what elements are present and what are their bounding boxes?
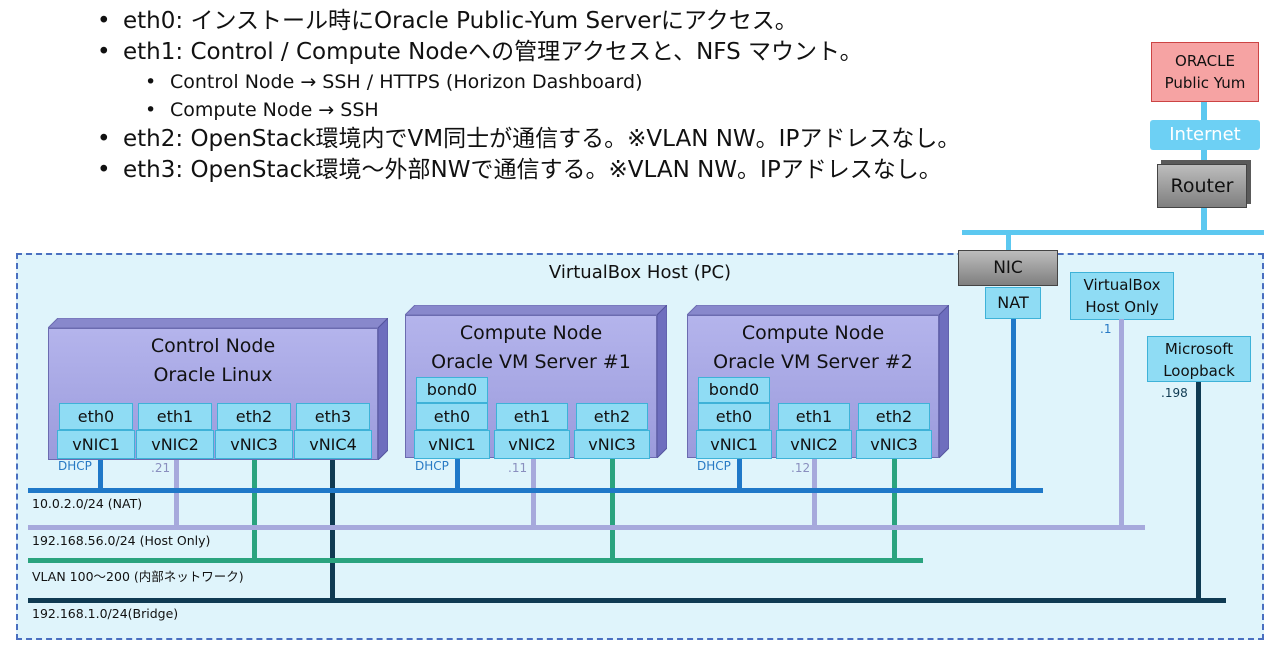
compute-node-2-title: Compute Node Oracle VM Server #2 <box>687 319 939 377</box>
public-yum-label: Public Yum <box>1164 74 1246 92</box>
compute-node-1-title: Compute Node Oracle VM Server #1 <box>405 319 657 377</box>
compute-node-2-side <box>939 305 949 458</box>
bullet-eth2: eth2: OpenStack環境内でVM同士が通信する。※VLAN NW。IP… <box>95 124 1135 155</box>
microsoft-loopback-box: Microsoft Loopback <box>1147 336 1251 382</box>
hostonly-network-line <box>28 525 1145 530</box>
hostonly-network-label: 192.168.56.0/24 (Host Only) <box>32 533 211 548</box>
loopback-label-2: Loopback <box>1163 362 1235 380</box>
control-node-title: Control Node Oracle Linux <box>48 332 378 390</box>
virtualbox-host-only-box: VirtualBox Host Only <box>1070 272 1174 320</box>
compute1-vnic3: vNIC3 <box>574 430 650 459</box>
compute1-vnic2: vNIC2 <box>494 430 570 459</box>
control-vnic1: vNIC1 <box>57 430 135 459</box>
nat-network-line <box>28 488 1043 493</box>
nat-drop-host <box>1011 319 1016 493</box>
host-only-label-2: Host Only <box>1085 298 1159 316</box>
bridge-drop-control <box>330 458 335 602</box>
internet-link-top <box>1201 102 1207 120</box>
control-dhcp-label: DHCP <box>58 459 92 473</box>
router-box: Router <box>1157 164 1247 208</box>
control-vnic3: vNIC3 <box>215 430 293 459</box>
compute2-eth1: eth1 <box>778 403 850 430</box>
bridge-drop-host <box>1196 382 1201 602</box>
bullet-sub-compute: Compute Node → SSH <box>95 96 1135 124</box>
control-vnic4: vNIC4 <box>294 430 372 459</box>
nat-box: NAT <box>985 287 1041 319</box>
bullet-list: eth0: インストール時にOracle Public-Yum Serverにア… <box>95 6 1135 186</box>
control-node-top <box>48 318 388 328</box>
compute-node-2-line2: Oracle VM Server #2 <box>713 351 913 373</box>
compute1-bond0: bond0 <box>416 377 488 403</box>
virtualbox-host-title: VirtualBox Host (PC) <box>548 262 732 283</box>
hostonly-drop-host <box>1119 319 1124 530</box>
host-only-label-1: VirtualBox <box>1083 276 1161 294</box>
control-eth2: eth2 <box>217 403 291 430</box>
internet-box: Internet <box>1150 120 1260 150</box>
compute2-eth0: eth0 <box>698 403 770 430</box>
control-eth3: eth3 <box>296 403 370 430</box>
nic-label: NIC <box>993 258 1023 278</box>
compute1-eth1: eth1 <box>496 403 568 430</box>
oracle-public-yum-box: ORACLE Public Yum <box>1151 42 1259 102</box>
internet-link-bottom <box>1201 150 1207 164</box>
bridge-network-line <box>28 598 1226 603</box>
router-label: Router <box>1170 175 1234 197</box>
compute1-vnic1: vNIC1 <box>414 430 490 459</box>
router-uplink <box>1201 208 1207 233</box>
bullet-sub-control: Control Node → SSH / HTTPS (Horizon Dash… <box>95 68 1135 96</box>
compute-node-1-top <box>405 305 667 315</box>
control-node-line2: Oracle Linux <box>153 364 273 386</box>
vlan-drop-compute1 <box>610 458 615 562</box>
control-node-side <box>378 318 388 460</box>
nat-network-label: 10.0.2.0/24 (NAT) <box>32 496 143 511</box>
compute-node-2-top <box>687 305 949 315</box>
compute-node-1-line1: Compute Node <box>459 322 603 344</box>
nic-uplink <box>1006 233 1011 251</box>
internet-label: Internet <box>1169 124 1241 145</box>
compute-node-1-side <box>657 305 667 458</box>
compute2-ip-label: .12 <box>791 461 811 475</box>
hostonly-drop-compute1 <box>531 458 536 530</box>
control-vnic2: vNIC2 <box>136 430 214 459</box>
compute1-ip-label: .11 <box>508 461 528 475</box>
bullet-eth0: eth0: インストール時にOracle Public-Yum Serverにア… <box>95 6 1135 37</box>
compute2-vnic1: vNIC1 <box>696 430 772 459</box>
vlan-network-line <box>28 558 923 563</box>
hostonly-drop-control <box>174 458 179 530</box>
compute1-dhcp-label: DHCP <box>415 459 449 473</box>
vlan-network-label: VLAN 100～200 (内部ネットワーク) <box>32 569 244 584</box>
host-only-ip: .1 <box>1100 322 1112 336</box>
nat-drop-compute2 <box>737 458 742 493</box>
bridge-network-label: 192.168.1.0/24(Bridge) <box>32 606 179 621</box>
compute2-vnic3: vNIC3 <box>856 430 932 459</box>
control-eth0: eth0 <box>59 403 133 430</box>
control-node-line1: Control Node <box>150 335 276 357</box>
bullet-eth1: eth1: Control / Compute Nodeへの管理アクセスと、NF… <box>95 37 1135 68</box>
compute-node-1-line2: Oracle VM Server #1 <box>431 351 631 373</box>
control-eth1: eth1 <box>138 403 212 430</box>
nat-label: NAT <box>997 293 1029 312</box>
compute2-bond0: bond0 <box>698 377 770 403</box>
control-ip-label: .21 <box>151 461 171 475</box>
nat-drop-compute1 <box>455 458 460 493</box>
bullet-eth3: eth3: OpenStack環境～外部NWで通信する。※VLAN NW。IPア… <box>95 155 1135 186</box>
compute-node-2-line1: Compute Node <box>741 322 885 344</box>
vlan-drop-control <box>252 458 257 562</box>
nat-drop-control <box>98 458 103 493</box>
loopback-ip: .198 <box>1161 386 1188 400</box>
compute2-vnic2: vNIC2 <box>776 430 852 459</box>
loopback-label-1: Microsoft <box>1164 340 1234 358</box>
hostonly-drop-compute2 <box>812 458 817 530</box>
compute2-dhcp-label: DHCP <box>697 459 731 473</box>
compute1-eth2: eth2 <box>576 403 648 430</box>
compute2-eth2: eth2 <box>858 403 930 430</box>
nic-box: NIC <box>958 250 1058 286</box>
external-lan-line <box>962 230 1264 235</box>
oracle-label: ORACLE <box>1175 52 1235 70</box>
vlan-drop-compute2 <box>892 458 897 562</box>
compute1-eth0: eth0 <box>416 403 488 430</box>
